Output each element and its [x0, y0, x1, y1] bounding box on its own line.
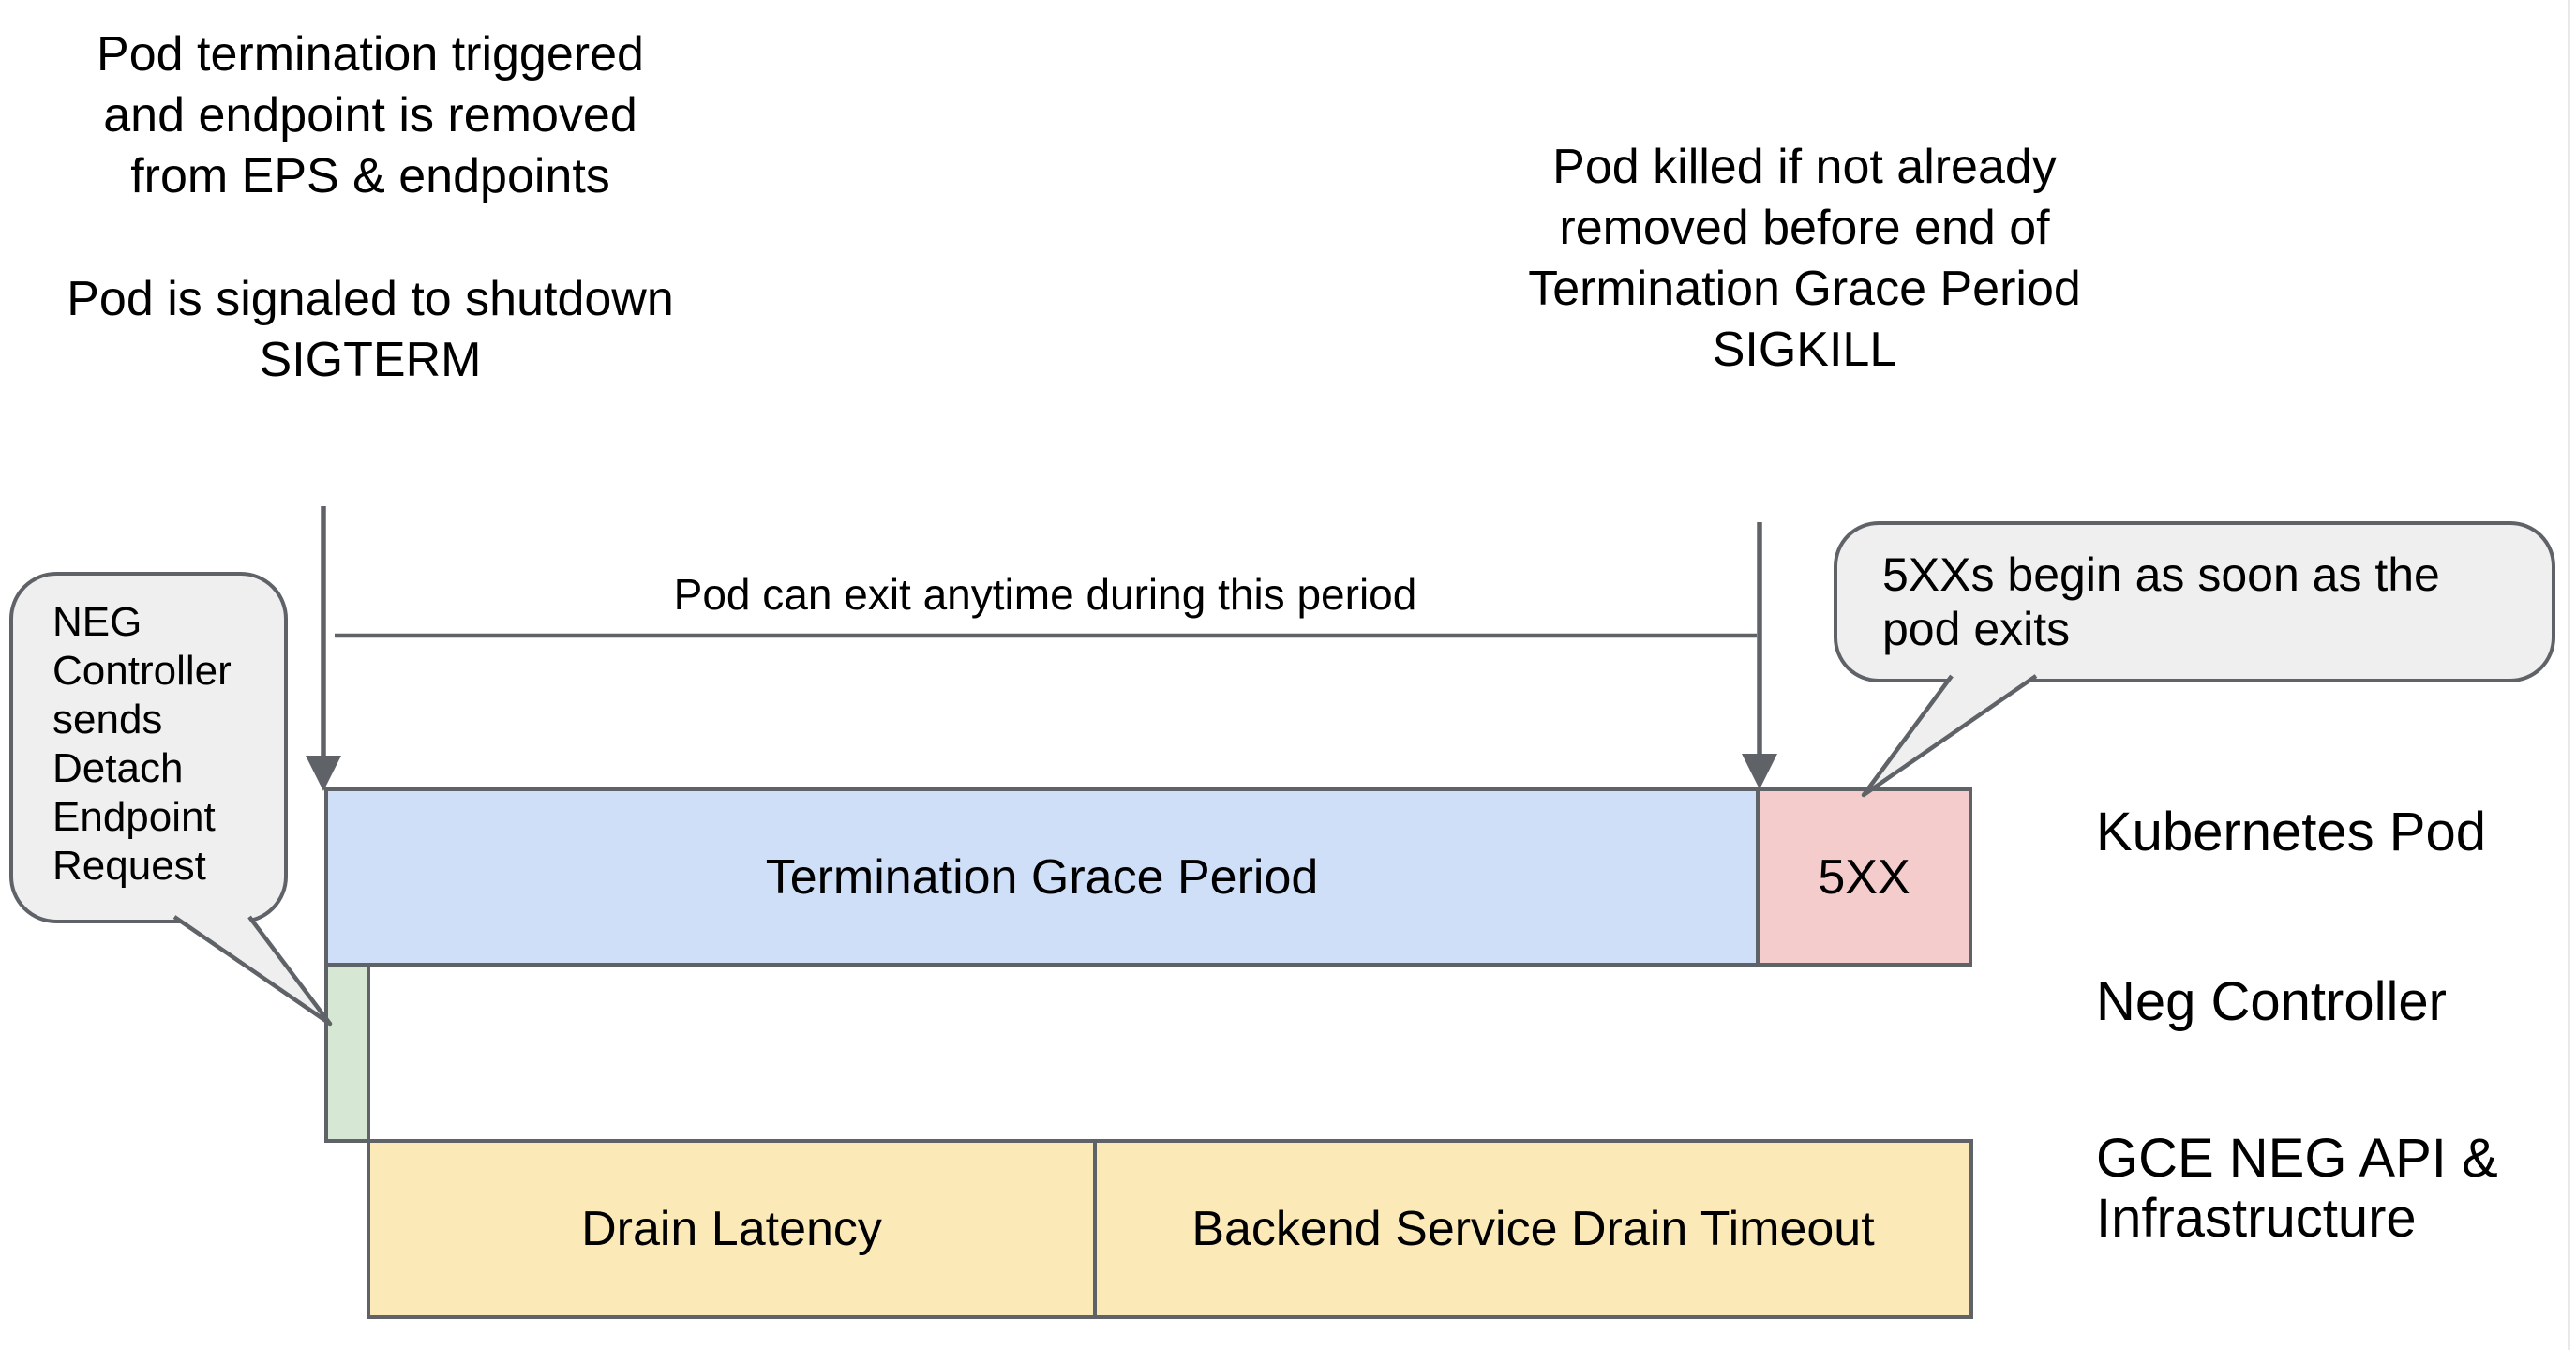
callout-5xx-tail [1861, 674, 2038, 798]
5xx-label: 5XX [1818, 849, 1910, 905]
annotation-pod-termination: Pod termination triggered and endpoint i… [47, 24, 694, 391]
callout-neg-tail [172, 915, 333, 1027]
callout-neg-controller: NEG Controller sends Detach Endpoint Req… [9, 572, 288, 923]
period-note-text: Pod can exit anytime during this period [673, 570, 1417, 619]
annotation-sigterm-text: Pod is signaled to shutdown SIGTERM [67, 272, 674, 387]
callout-5xx-begin: 5XXs begin as soon as the pod exits [1834, 521, 2555, 682]
grace-period-segment: Termination Grace Period [324, 788, 1760, 967]
backend-drain-label: Backend Service Drain Timeout [1191, 1202, 1875, 1256]
annotation-sigkill-text: Pod killed if not already removed before… [1528, 140, 2081, 377]
5xx-segment: 5XX [1756, 788, 1972, 967]
backend-drain-segment: Backend Service Drain Timeout [1097, 1143, 1969, 1315]
drain-latency-segment: Drain Latency [370, 1143, 1097, 1315]
gce-drain-bar: Drain Latency Backend Service Drain Time… [367, 1139, 1973, 1319]
row-label-neg-controller: Neg Controller [2096, 971, 2447, 1032]
row-label-gce: GCE NEG API & Infrastructure [2096, 1128, 2498, 1249]
annotation-pod-termination-text: Pod termination triggered and endpoint i… [97, 27, 644, 203]
grace-period-label: Termination Grace Period [765, 849, 1319, 905]
row-label-kubernetes-pod: Kubernetes Pod [2096, 802, 2486, 862]
drain-latency-label: Drain Latency [581, 1202, 882, 1256]
neg-controller-bar [324, 963, 370, 1143]
slide-edge-divider [2568, 0, 2570, 1350]
annotation-sigkill: Pod killed if not already removed before… [1472, 137, 2137, 381]
sigkill-arrowhead-icon [1742, 754, 1777, 789]
sigterm-arrowhead-icon [306, 756, 341, 791]
